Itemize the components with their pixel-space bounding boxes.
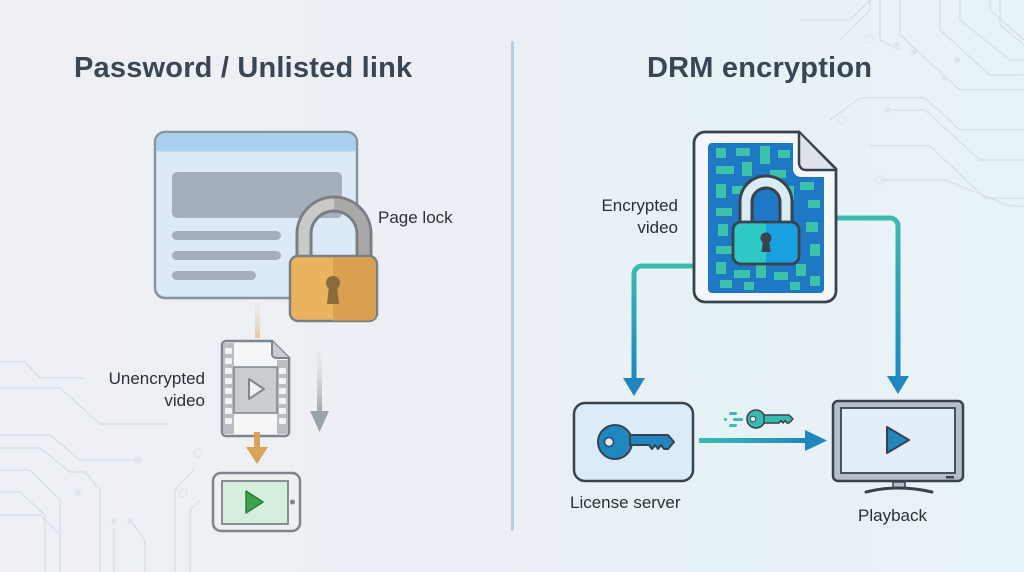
tablet-playback-icon — [211, 471, 302, 533]
unencrypted-video-label-line1: Unencrypted — [108, 369, 205, 388]
unencrypted-video-label-line2: video — [164, 391, 205, 410]
grey-arrow-down — [310, 352, 329, 432]
encrypted-video-label-line1: Encrypted — [601, 196, 678, 215]
encrypted-pattern — [716, 146, 820, 290]
license-server-icon — [572, 401, 695, 483]
flow-line-faint — [255, 302, 260, 338]
moving-key-icon — [724, 409, 794, 429]
flow-to-playback — [834, 215, 909, 394]
playback-label: Playback — [858, 506, 927, 525]
flow-to-license-server — [623, 263, 698, 396]
key-transfer-arrow — [699, 430, 827, 451]
encrypted-video-label-line2: video — [637, 218, 678, 237]
right-panel-title: DRM encryption — [647, 52, 873, 84]
gold-arrow-down — [246, 432, 268, 464]
unencrypted-video-file-icon — [220, 339, 291, 438]
encrypted-video-file-icon — [692, 130, 838, 304]
panel-divider — [511, 41, 514, 531]
padlock-icon — [288, 195, 379, 323]
page-lock-label: Page lock — [378, 208, 453, 227]
monitor-playback-icon — [831, 399, 965, 494]
license-server-label: License server — [570, 493, 681, 512]
left-panel-title: Password / Unlisted link — [74, 52, 413, 84]
